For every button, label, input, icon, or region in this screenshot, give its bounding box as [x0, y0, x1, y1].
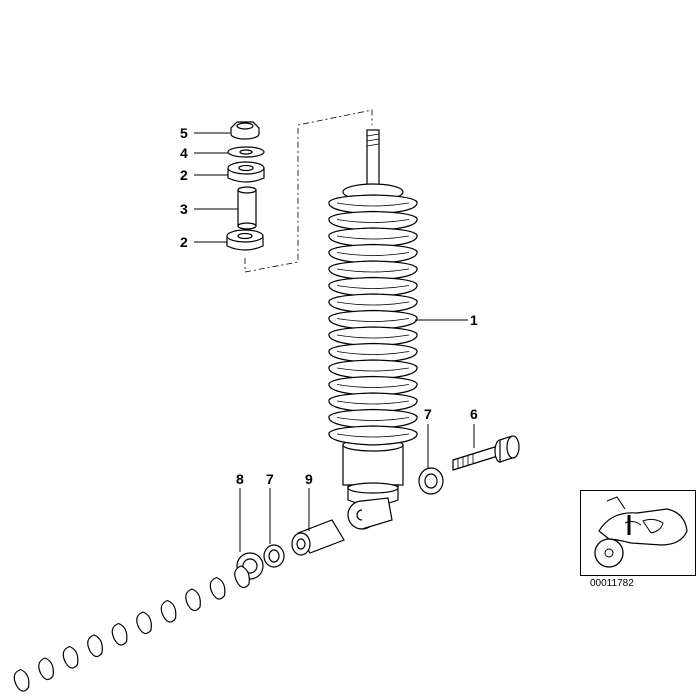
spring-coil-edge: [336, 334, 410, 339]
callout-7-right: 7: [424, 406, 432, 422]
spring-fragment-coil: [62, 645, 79, 669]
bolt-part: [452, 435, 520, 471]
spring-coil: [328, 260, 418, 281]
spring-coil: [328, 392, 418, 413]
spring-coil: [328, 425, 418, 446]
washer-right-part: [418, 467, 444, 495]
damper-upper-part: [227, 161, 265, 183]
spring-coil: [328, 375, 418, 397]
spring-fragment-coil: [234, 565, 250, 589]
callout-4: 4: [180, 145, 188, 161]
nut-part: [230, 121, 260, 140]
bushing-sleeve-part: [237, 186, 257, 230]
callout-6: 6: [470, 406, 478, 422]
spring-fragment: [13, 565, 250, 692]
damper-lower-part: [226, 229, 264, 251]
spring-coil-edge: [336, 235, 410, 240]
spring-coils: [328, 194, 418, 446]
spring-coil-edge: [336, 351, 410, 355]
spacer-sleeve-part: [291, 519, 345, 556]
motorcycle-location-inset: [580, 490, 696, 576]
spring-coil: [328, 293, 418, 314]
spring-fragment-coil: [160, 599, 177, 623]
spring-coil-edge: [336, 367, 410, 372]
spring-coil: [328, 309, 418, 331]
spring-coil-edge: [336, 202, 410, 207]
spring-fragment-coil: [87, 634, 103, 658]
spring-coil: [328, 359, 418, 380]
spring-coil-edge: [336, 268, 410, 273]
spring-coil-edge: [336, 285, 410, 289]
leader-lines: [194, 132, 475, 552]
callout-3: 3: [180, 201, 188, 217]
spring-coil-edge: [336, 400, 410, 405]
spring-coil: [328, 276, 418, 298]
spring-coil-edge: [336, 433, 410, 438]
spring-fragment-coil: [38, 657, 54, 681]
spring-coil: [328, 243, 418, 265]
spring-coil-edge: [336, 301, 410, 306]
spring-coil-edge: [336, 252, 410, 256]
spring-coil: [328, 342, 418, 364]
callout-5: 5: [180, 125, 188, 141]
motorcycle-icon: [594, 496, 688, 568]
shock-absorber-part: [342, 129, 404, 530]
assembly-guide-line: [244, 109, 373, 273]
washer-top-part: [227, 146, 265, 158]
spring-coil: [328, 326, 418, 347]
callout-1: 1: [470, 312, 478, 328]
spring-fragment-coil: [209, 576, 226, 600]
spring-coil-edge: [336, 417, 410, 421]
callout-9: 9: [305, 471, 313, 487]
spring-fragment-coil: [136, 611, 152, 635]
spring-fragment-coil: [185, 588, 201, 612]
spring-fragment-coil: [111, 622, 128, 646]
callout-2-lower: 2: [180, 234, 188, 250]
spring-fragment-coil: [13, 668, 30, 692]
image-code: 00011782: [590, 578, 634, 589]
callout-2-upper: 2: [180, 167, 188, 183]
spring-coil: [328, 408, 418, 430]
callout-7-left: 7: [266, 471, 274, 487]
callout-8: 8: [236, 471, 244, 487]
spring-coil: [328, 227, 418, 248]
washer-left-part: [263, 544, 285, 568]
spring-coil: [328, 194, 418, 215]
spring-coil-edge: [336, 384, 410, 388]
spring-coil-edge: [336, 219, 410, 223]
spring-coil-edge: [336, 318, 410, 322]
spring-coil: [328, 210, 418, 232]
